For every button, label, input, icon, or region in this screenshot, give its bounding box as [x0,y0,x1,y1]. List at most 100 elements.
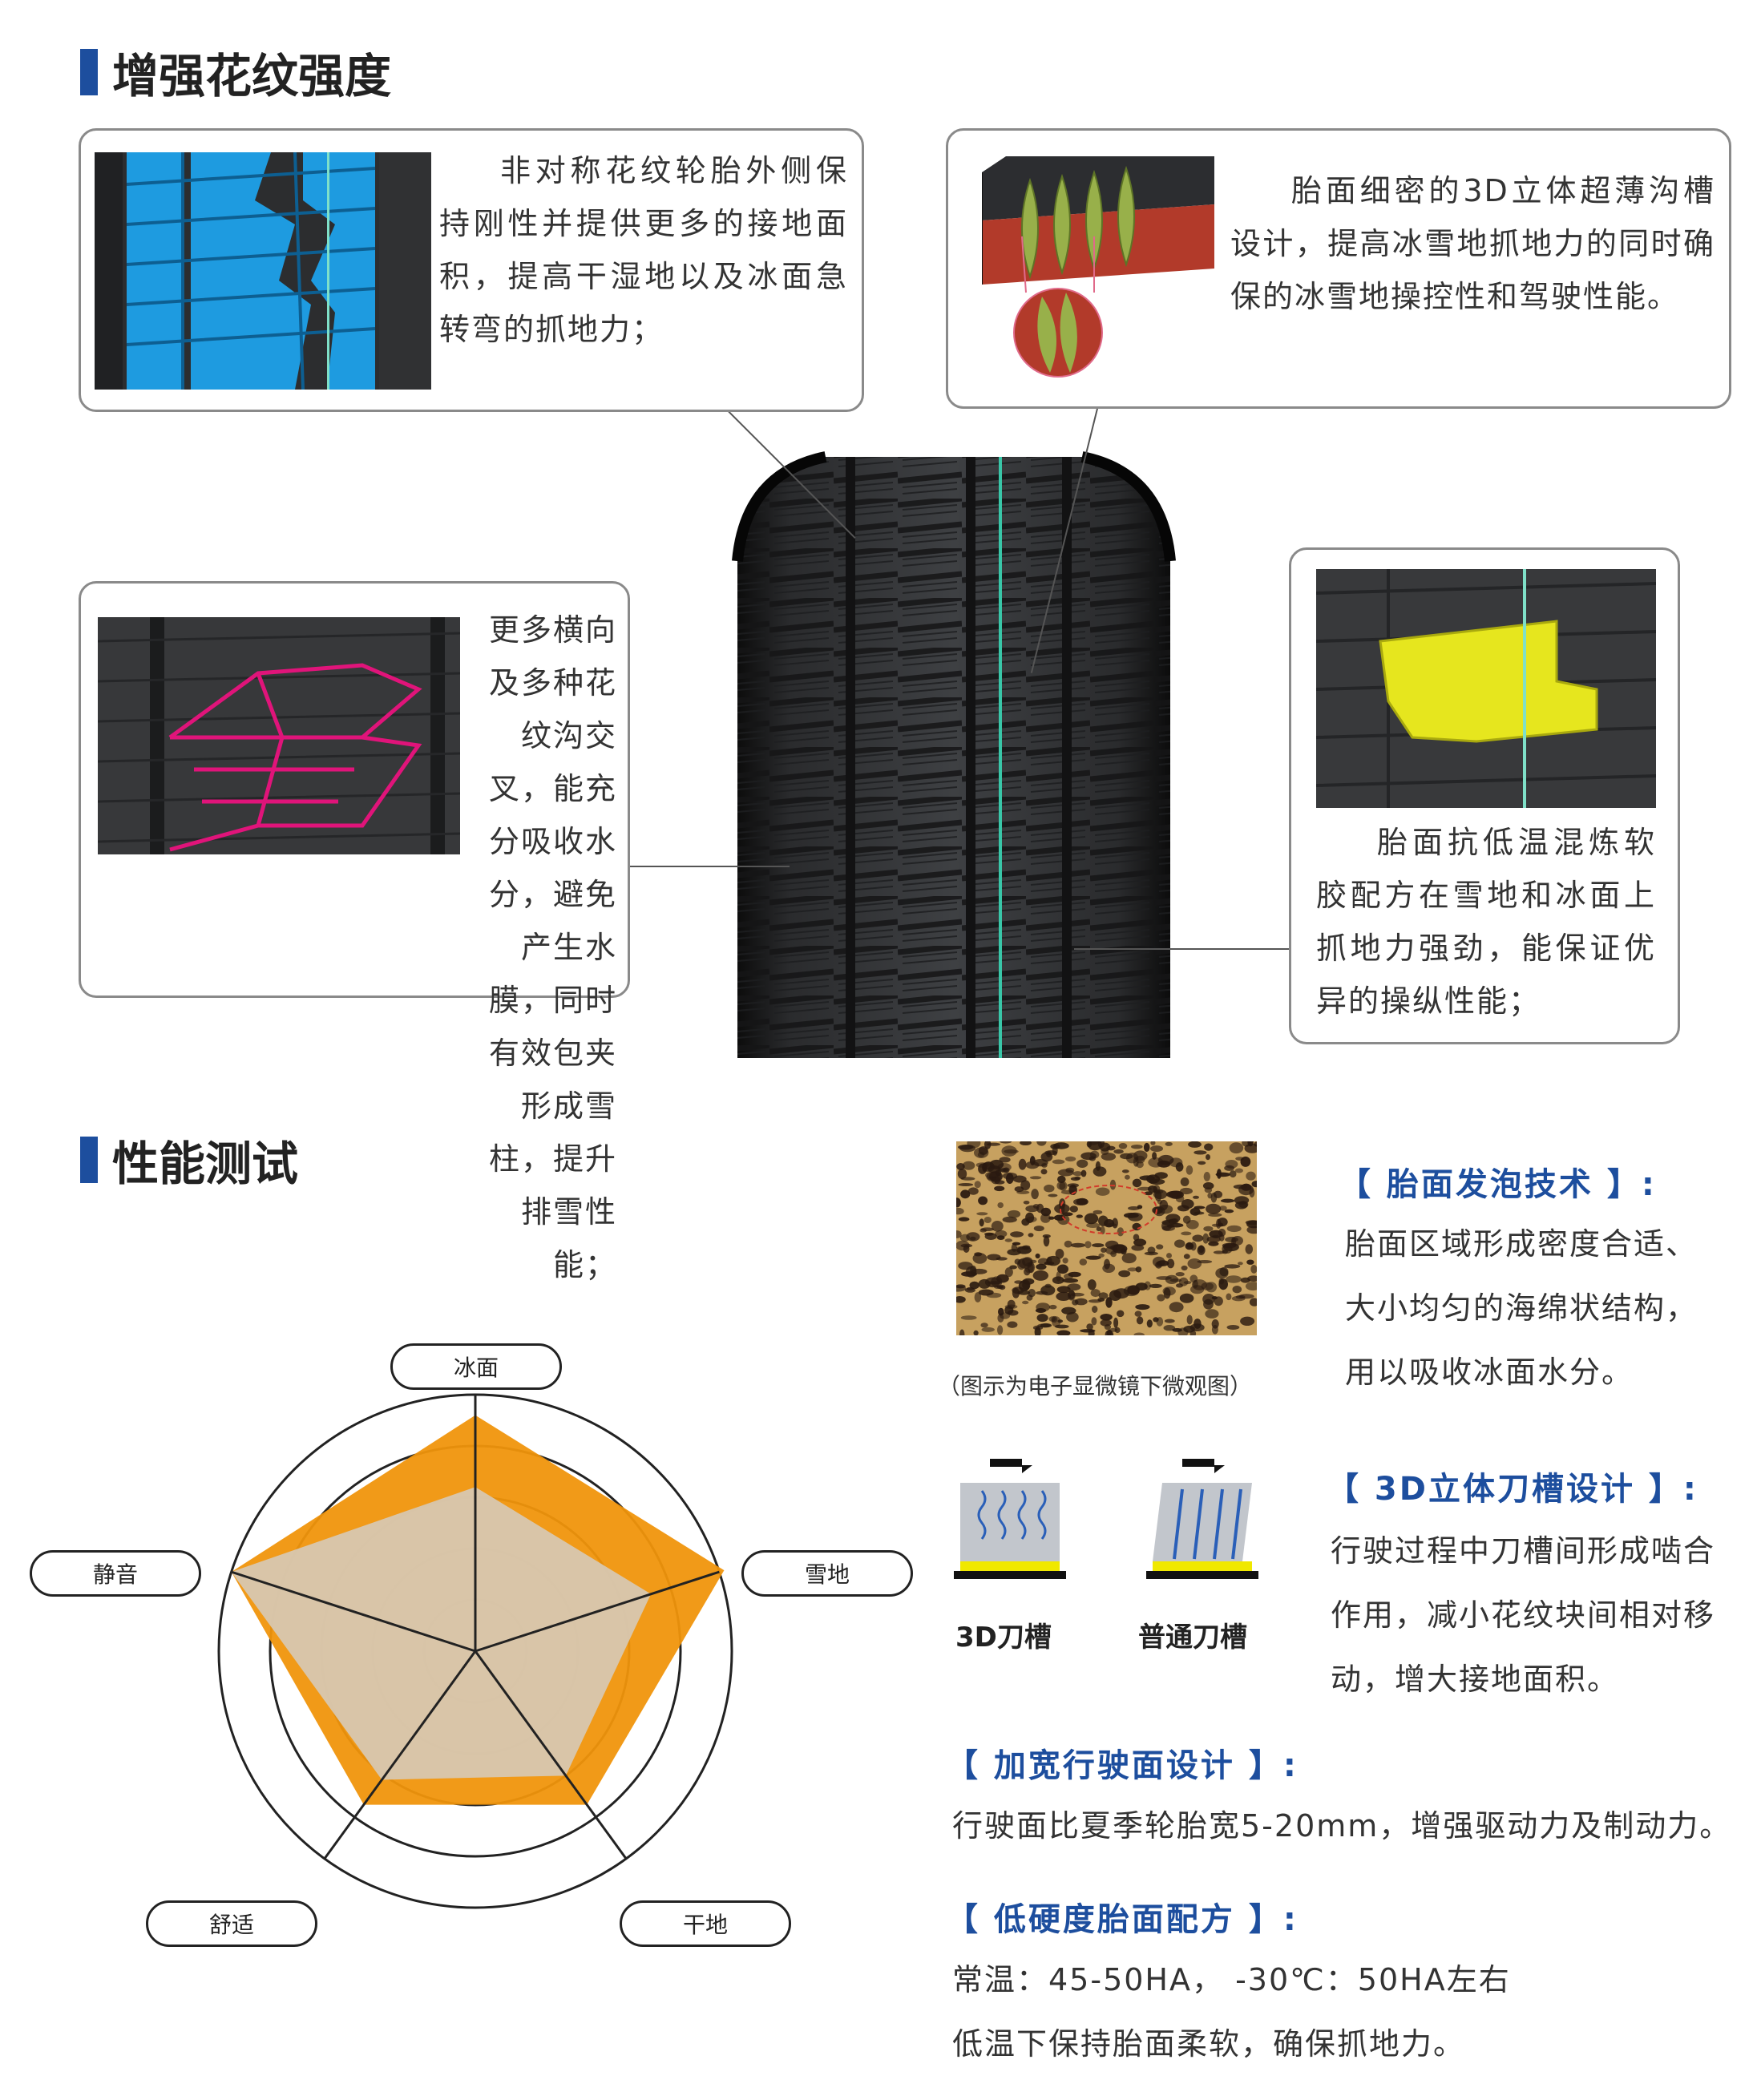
foam-pore [1146,1319,1153,1328]
foam-pore [1240,1316,1255,1326]
foam-pore [1193,1195,1199,1199]
foam-pore [983,1217,992,1223]
foam-pore [1076,1159,1089,1168]
foam-pore [1098,1292,1109,1299]
feature-line: 作用，减小花纹块间相对移 [1331,1597,1716,1633]
foam-pore [1238,1184,1254,1196]
section-title-performance: 性能测试 [80,1126,298,1193]
foam-pore [1198,1245,1205,1254]
foam-pore [1100,1319,1112,1327]
foam-pore [1218,1234,1225,1242]
foam-pore [1036,1141,1047,1146]
foam-pore [1234,1201,1248,1210]
foam-pore [1090,1289,1101,1298]
foam-pore [1007,1321,1018,1328]
foam-pore [1064,1273,1073,1280]
radar-axis-label-comfort: 舒适 [146,1900,317,1947]
foam-pore [1250,1265,1257,1274]
foam-pore [1161,1219,1176,1226]
foam-pore [1203,1172,1210,1181]
foam-pore [1032,1270,1048,1281]
foam-pore [1185,1242,1194,1250]
foam-pore [1202,1294,1215,1305]
foam-pore [1175,1272,1185,1277]
foam-pore [1194,1205,1206,1210]
foam-pore [1002,1216,1017,1223]
foam-pore [973,1330,979,1335]
foam-pore [1128,1206,1140,1210]
foam-pore [1056,1330,1071,1335]
foam-pore [1048,1304,1057,1310]
foam-pore [1229,1170,1237,1178]
foam-pore [963,1245,970,1253]
foam-pore [1004,1267,1013,1278]
foam-pore [1044,1283,1052,1288]
foam-pore [1072,1171,1083,1177]
foam-pore [1009,1265,1017,1270]
foam-pore [1093,1210,1103,1214]
foam-pore [1193,1279,1198,1289]
foam-pore [1033,1226,1044,1232]
foam-pore [974,1181,981,1189]
foam-pore [1186,1315,1193,1325]
foam-pore [1238,1262,1243,1266]
foam-pore [1040,1207,1052,1217]
title-bar-icon [80,1137,98,1183]
foam-pore [1135,1282,1148,1290]
foam-pore [1046,1255,1060,1266]
foam-pore [1057,1264,1068,1274]
foam-pore [979,1218,984,1227]
foam-pore [1021,1218,1030,1226]
foam-pore [1056,1291,1072,1301]
foam-pore [1067,1283,1081,1291]
feature-title-soft: 【 低硬度胎面配方 】: [946,1901,1299,1938]
label-normal-blade: 普通刀槽 [1138,1621,1247,1654]
foam-pore [967,1187,979,1195]
foam-pore [1249,1298,1257,1306]
foam-pore [1234,1168,1243,1173]
sipe-3d-image [982,148,1222,389]
foam-pore [1109,1290,1121,1301]
foam-pore [1150,1145,1163,1153]
foam-pore [1202,1233,1210,1244]
foam-pore [1016,1190,1030,1194]
foam-pore [980,1323,988,1328]
foam-pore [956,1197,961,1208]
foam-pore [1174,1239,1185,1248]
foam-pore [1056,1181,1066,1190]
foam-pore [1120,1153,1133,1160]
foam-pore [1180,1187,1193,1195]
foam-pore [1137,1186,1152,1191]
section-title-text: 增强花纹强度 [112,49,392,103]
title-bar-icon [80,49,98,95]
tread-image-magenta [98,617,460,854]
feature-line: 胎面区域形成密度合适、 [1345,1226,1698,1262]
leader-line [1074,948,1299,950]
foam-pore [1096,1226,1101,1232]
foam-pore [1245,1220,1257,1226]
foam-pore [1224,1209,1234,1214]
foam-pore [1226,1275,1242,1283]
foam-pore [1155,1261,1162,1269]
sipe-normal-blade-icon [1146,1459,1258,1579]
foam-pore [997,1325,1004,1335]
foam-pore [984,1233,997,1240]
foam-pore [1182,1215,1191,1224]
label-3d-blade: 3D刀槽 [955,1621,1052,1654]
tire-image [705,449,1202,1058]
foam-pore [1179,1293,1194,1303]
sipe-3d-blade-icon [954,1459,1066,1579]
foam-pore [1074,1176,1081,1180]
foam-pore [1097,1141,1105,1149]
foam-pore [1150,1141,1156,1145]
foam-pore [994,1185,1005,1192]
foam-pore [1211,1319,1219,1329]
axis-label-text: 舒适 [208,1912,254,1938]
foam-pore [974,1147,989,1158]
foam-pore [1018,1158,1027,1170]
foam-pore [1040,1214,1051,1223]
foam-pore [1181,1231,1192,1236]
foam-pore [956,1284,966,1289]
foam-pore [1062,1258,1068,1264]
feature-text-foam: 胎面区域形成密度合适、 大小均匀的海绵状结构， 用以吸收冰面水分。 [1345,1212,1698,1404]
